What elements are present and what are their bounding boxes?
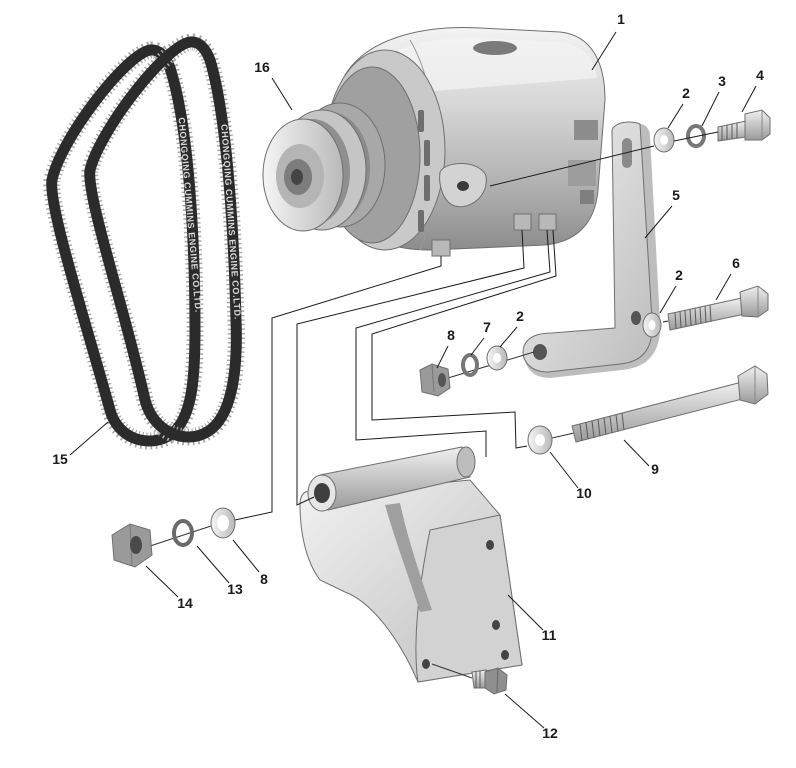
callout-pulley: 16 (254, 59, 270, 75)
axis-line-pivot-nut (149, 525, 212, 547)
callout-nut-mid: 8 (447, 327, 455, 343)
shaft-end (291, 169, 303, 185)
lock-washer-mid (461, 353, 479, 377)
callout-belt: 15 (52, 451, 68, 467)
nameplate (473, 41, 517, 55)
bracket-hole (422, 659, 430, 669)
leader-line (355, 229, 551, 457)
washer-low (210, 507, 236, 539)
callout-leader (623, 439, 650, 467)
pivot-tube (307, 446, 476, 512)
leader-line (234, 256, 442, 521)
callout-leader (499, 326, 518, 348)
callout-leader (741, 85, 757, 113)
callout-leader (644, 205, 673, 239)
washer-top (653, 127, 675, 153)
callout-leader (145, 565, 179, 598)
belt-print-right: CHONGQING CUMMINS ENGINE CO.LTD. (219, 124, 243, 320)
bracket-hole (492, 620, 500, 630)
callout-leader (436, 345, 449, 369)
callout-leader (591, 31, 617, 71)
leader-line (662, 320, 669, 323)
mounting-ear-hole (457, 181, 469, 191)
callout-washer-pivot-bolt: 10 (576, 485, 592, 501)
callout-leader (659, 285, 677, 314)
callout-labels: 1 16 2 3 4 5 2 6 8 7 2 15 10 9 14 13 8 1… (52, 11, 764, 741)
bracket-rib (385, 503, 432, 612)
washer-adjust-bolt (642, 312, 662, 338)
pivot-bolt (571, 365, 769, 443)
assembly-leader-lines (234, 131, 719, 521)
bolt-top (717, 109, 771, 142)
rear-terminal (574, 120, 598, 140)
callout-leader (504, 693, 545, 729)
mounting-lug (513, 213, 532, 231)
callout-adjusting-bolt: 6 (732, 255, 740, 271)
lock-washer-low (172, 519, 194, 547)
pivot-tube-bore (314, 483, 330, 503)
pivot-nut (111, 523, 153, 568)
callout-mounting-bracket: 11 (542, 627, 557, 643)
adjusting-bracket (522, 121, 661, 378)
leader-line (296, 229, 525, 506)
callout-lock-washer-top: 3 (718, 73, 726, 89)
pulley (262, 102, 386, 232)
housing-vent-slots (418, 110, 430, 232)
callout-washer-mid: 2 (516, 308, 524, 324)
bracket-bolt (471, 667, 508, 695)
bracket-hole (486, 540, 494, 550)
drive-belt: CHONGQING CUMMINS ENGINE CO.LTD. CHONGQI… (43, 33, 245, 450)
callout-washer-adjust-bolt: 2 (675, 267, 683, 283)
callout-bolt-top: 4 (756, 67, 764, 83)
callout-leaders (69, 31, 757, 729)
callout-leader (69, 421, 109, 456)
bracket-hole (533, 344, 547, 360)
mounting-bracket (299, 446, 523, 683)
callout-leader (715, 273, 732, 301)
callout-lock-washer-mid: 7 (483, 319, 491, 335)
bracket-hole (631, 311, 641, 325)
washer-pivot-bolt (527, 425, 553, 455)
callout-pivot-nut: 14 (177, 595, 193, 611)
callout-leader (232, 539, 260, 573)
axis-line-bracket-bolt (431, 663, 473, 679)
mounting-lug (431, 239, 451, 257)
belt-loop-right (81, 33, 245, 446)
callout-washer-top: 2 (682, 85, 690, 101)
leader-line (489, 145, 655, 187)
nut-mid (419, 363, 451, 397)
callout-leader (667, 103, 684, 129)
lock-washer-top (686, 124, 706, 148)
leader-line (371, 229, 557, 449)
callout-leader (470, 337, 485, 356)
callout-alternator: 1 (617, 11, 625, 27)
washer-mid (486, 345, 508, 371)
adjusting-bolt (667, 285, 769, 331)
callout-bracket-bolt: 12 (542, 725, 558, 741)
rear-terminal-block (568, 160, 596, 186)
callout-leader (196, 545, 230, 584)
bracket-hole (501, 650, 509, 660)
callout-adjusting-bracket: 5 (672, 187, 680, 203)
callout-leader (271, 77, 293, 111)
callout-lock-washer-low: 13 (227, 581, 243, 597)
leader-line (673, 131, 719, 142)
axis-line-pivot (551, 432, 575, 439)
mounting-lug (538, 213, 557, 231)
callout-leader (507, 594, 544, 631)
callout-washer-low: 8 (260, 571, 268, 587)
callout-leader (701, 91, 720, 127)
callout-leader (549, 451, 579, 489)
callout-pivot-bolt: 9 (651, 461, 659, 477)
